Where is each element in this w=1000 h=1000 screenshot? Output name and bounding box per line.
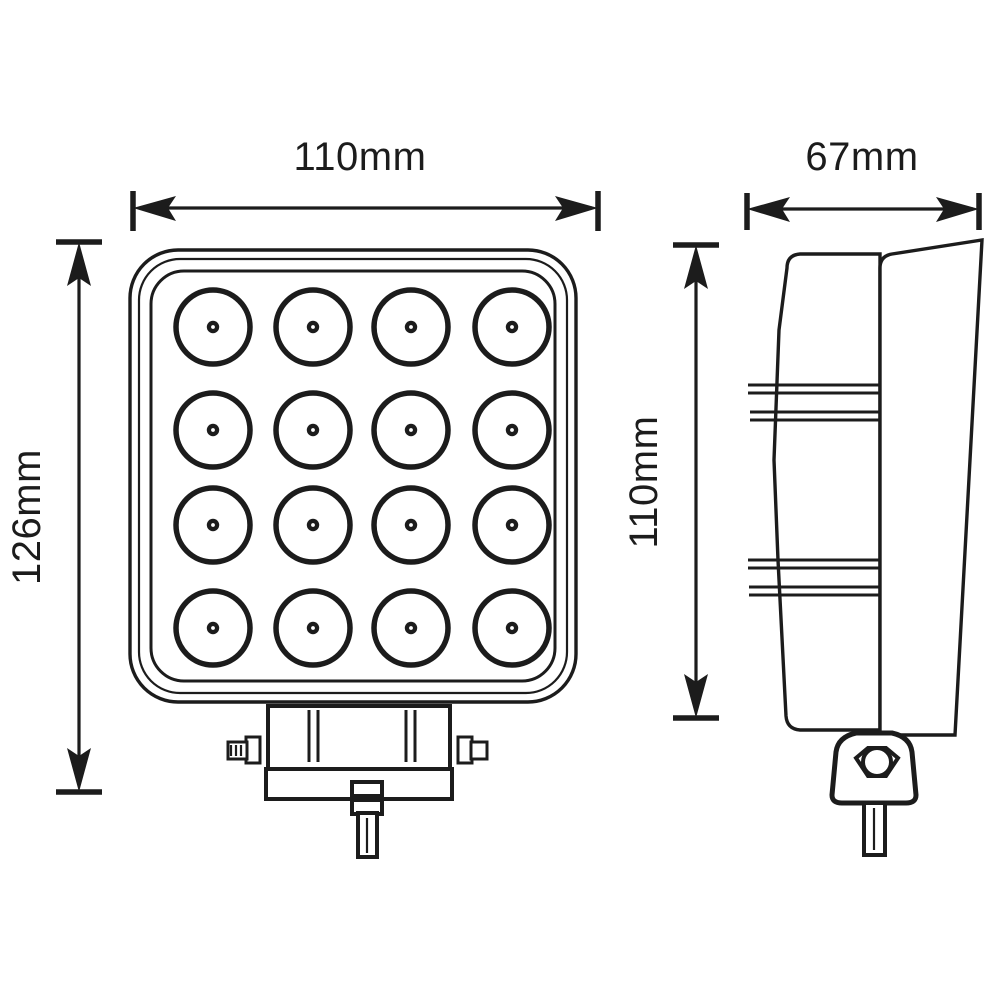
housing-middle-edge	[137, 257, 569, 695]
bracket-body	[266, 704, 452, 771]
dim-height-arrow-top	[67, 242, 91, 286]
led-r3c3	[374, 488, 448, 562]
front-view	[128, 248, 578, 859]
dim-depth-arrow-right	[936, 197, 979, 222]
led-r1c4	[475, 290, 549, 364]
led-r3c1	[176, 488, 250, 562]
dimension-side-depth: 67mm	[744, 135, 982, 230]
dim-height-arrow-bottom	[67, 748, 91, 792]
led-r4c2	[276, 591, 350, 665]
dim-width-label: 110mm	[294, 135, 427, 179]
dim-depth-label: 67mm	[805, 135, 918, 179]
housing-lens-bezel	[149, 269, 557, 683]
side-body-profile	[772, 252, 882, 732]
dim-width-arrow-right	[555, 196, 598, 221]
led-r4c1	[176, 591, 250, 665]
led-r4c3	[374, 591, 448, 665]
bracket-right-bolt	[456, 735, 489, 765]
front-housing-outline	[128, 248, 578, 704]
led-r2c3	[374, 393, 448, 467]
led-r1c1	[176, 290, 250, 364]
center-mounting-stud	[350, 780, 384, 859]
dim-width-arrow-left	[133, 196, 176, 221]
front-mounting-bracket	[226, 704, 489, 859]
side-heatsink-fins-upper	[748, 383, 880, 422]
housing-outer-edge	[128, 248, 578, 704]
led-r2c1	[176, 393, 250, 467]
led-r3c4	[475, 488, 549, 562]
dim-sideheight-arrow-bottom	[684, 674, 708, 718]
dim-sideheight-label: 110mm	[622, 416, 666, 549]
dimension-side-height: 110mm	[622, 242, 719, 721]
led-r1c2	[276, 290, 350, 364]
dim-height-label: 126mm	[5, 449, 49, 585]
led-r4c4	[475, 591, 549, 665]
led-r1c3	[374, 290, 448, 364]
led-r2c4	[475, 393, 549, 467]
dimension-front-height: 126mm	[5, 239, 102, 795]
led-r2c2	[276, 393, 350, 467]
dim-depth-arrow-left	[747, 197, 790, 222]
dimension-front-width: 110mm	[130, 135, 601, 231]
bracket-left-bolt	[226, 735, 262, 765]
dim-sideheight-arrow-top	[684, 245, 708, 289]
side-view	[748, 237, 984, 857]
side-heatsink-fins-lower	[748, 558, 880, 597]
bolt-center-circle	[861, 746, 893, 778]
led-r3c2	[276, 488, 350, 562]
side-swivel-mount	[829, 730, 919, 857]
